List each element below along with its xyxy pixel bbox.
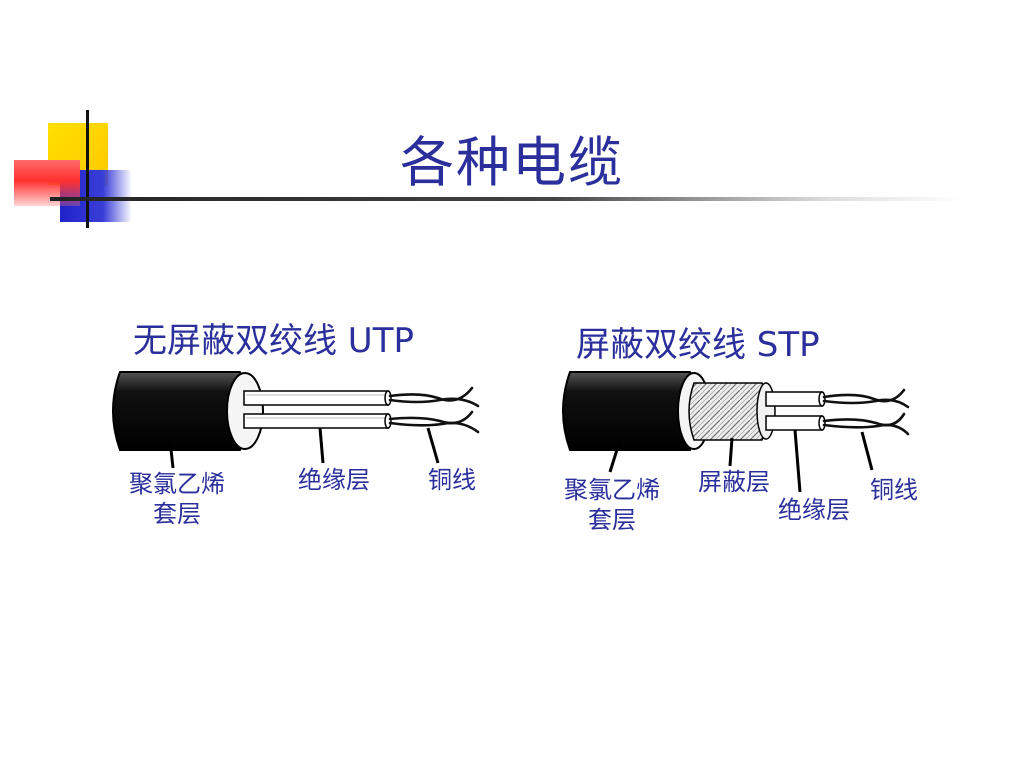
utp-jacket-label-line2: 套层: [153, 500, 201, 528]
stp-shield-label: 屏蔽层: [698, 468, 770, 496]
utp-jacket-leader: [168, 439, 175, 469]
stp-copper-label: 铜线: [870, 476, 918, 504]
utp-jacket-label-line1: 聚氯乙烯: [129, 470, 225, 498]
utp-copper-strands: [388, 386, 480, 434]
stp-heading: 屏蔽双绞线 STP: [576, 325, 820, 365]
title-underline: [50, 197, 965, 201]
stp-jacket-label-line1: 聚氯乙烯: [564, 476, 660, 504]
stp-insulation-leader: [793, 429, 802, 493]
stp-wire-bottom: [765, 415, 826, 431]
stp-jacket-label-line2: 套层: [588, 506, 636, 534]
page-title: 各种电缆: [400, 131, 624, 194]
stp-shield: [688, 382, 769, 441]
utp-heading: 无屏蔽双绞线 UTP: [133, 321, 414, 361]
stp-shield-leader: [728, 437, 734, 467]
utp-wire-bottom: [243, 413, 392, 429]
stp-insulation-label: 绝缘层: [778, 496, 850, 524]
stp-jacket-leader: [608, 439, 622, 473]
stp-wire-top: [765, 391, 826, 407]
utp-insulation-leader: [318, 427, 325, 464]
stp-copper-leader: [860, 431, 874, 471]
utp-insulation-label: 绝缘层: [298, 466, 370, 494]
utp-copper-leader: [426, 427, 440, 464]
deco-vertical-line: [86, 110, 89, 228]
stp-jacket-label: 聚氯乙烯 套层: [553, 475, 671, 535]
utp-cable: [112, 371, 480, 469]
utp-copper-label: 铜线: [428, 466, 476, 494]
utp-jacket-end: [226, 372, 264, 450]
stp-copper-strands: [822, 388, 910, 436]
utp-wire-top: [243, 390, 392, 406]
stp-cable: [562, 371, 910, 493]
utp-jacket-label: 聚氯乙烯 套层: [118, 469, 236, 529]
